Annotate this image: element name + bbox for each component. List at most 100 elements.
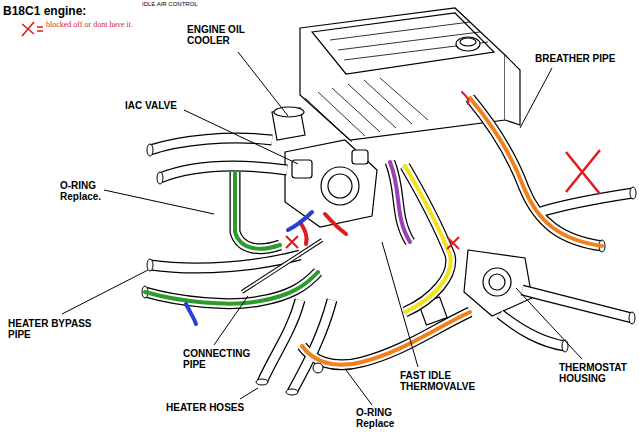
part-name: IDLE AIR CONTROL [142,1,222,8]
throttle-iac-body [285,140,377,227]
hose [390,162,410,242]
diagram-title: B18C1 engine: [3,5,86,18]
hoses-inner [145,98,633,392]
part-label: ENGINE OIL COOLER [187,24,253,46]
hose [540,193,633,212]
leader-lines [62,270,148,314]
engine-head [456,37,480,51]
blocked-x [566,150,600,194]
hose [150,255,300,268]
leader-lines [240,388,258,399]
hose [470,98,602,246]
red-mark [325,214,346,234]
hose [150,138,272,150]
engine-head [312,13,494,74]
hose [150,255,300,268]
part-name: CONNECTING PIPE [183,348,255,370]
hose [235,172,280,249]
part-label: HEATER HOSES [166,402,256,413]
throttle-iac-body [352,150,368,164]
hose-clamps [147,144,153,156]
engine-head [305,78,428,142]
leader-lines [382,242,418,367]
blue-mark [288,212,312,230]
part-name: ENGINE OIL COOLER [187,24,253,46]
part-name: IAC VALVE [125,100,195,111]
legend-x-symbol [37,27,43,31]
hose-clamps [313,363,323,373]
engine-head [330,22,488,60]
legend-text: blocked off or dont have it. [46,21,138,30]
hose [150,138,272,150]
hose [160,166,287,178]
yellow-mark [405,166,451,312]
part-name: FAST IDLE THERMOVALVE [400,370,484,392]
legend-x-symbol [22,22,43,36]
highlight-marks [145,92,602,365]
hose [522,290,632,318]
leader-lines [104,190,214,214]
hose-clamps [157,172,163,184]
green-mark [235,172,280,249]
part-name: THERMOSTAT HOUSING [559,362,635,384]
hose [292,300,332,392]
purple-mark [390,162,410,242]
green-mark [145,272,318,304]
part-label: IAC VALVE [125,100,195,111]
blocked-x [286,236,298,248]
part-label: THERMOSTAT HOUSING [559,362,635,384]
hose [235,172,280,249]
thermostat-housing [483,268,511,296]
orange-mark [302,312,470,365]
part-label: O-RING Replace [356,407,408,429]
hose-clamps [256,379,268,385]
part-name: O-RING Replace. [60,180,112,202]
title-text: B18C1 engine: [3,5,86,18]
hose [160,166,287,178]
part-name: HEATER HOSES [166,402,256,413]
oil-cooler [274,107,304,117]
part-label: HEATER BYPASS PIPE [8,318,100,340]
blue-mark [186,304,196,324]
hose-clamps [630,187,636,199]
hoses-outline [145,98,633,392]
oil-cooler [272,107,305,140]
engine-head [300,8,505,140]
hose [540,193,633,212]
engine-head [505,55,520,125]
leader-lines [184,110,298,164]
thermostat-housing [489,274,505,290]
hose-clamps [147,259,153,271]
hose [262,300,300,382]
hose-clamps [286,389,298,395]
legend-x-symbol [22,22,34,36]
oil-cooler [272,108,305,140]
part-label: BREATHER PIPE [535,53,635,64]
blocked-x [286,150,600,249]
throttle-iac-body [321,167,359,205]
orange-mark [470,98,602,246]
hose-clamps [629,312,635,324]
hose [145,272,318,304]
leader-lines [238,52,288,116]
red-mark [462,92,469,104]
leader-lines [346,370,372,405]
leader-lines [520,68,552,128]
red-mark [300,222,307,244]
part-name: BREATHER PIPE [535,53,635,64]
part-name: HEATER BYPASS PIPE [8,318,100,340]
hose [145,272,318,304]
hose [302,312,470,365]
leader-lines [214,296,248,345]
hose-clamps [562,340,568,352]
part-label: CONNECTING PIPE [183,348,255,370]
engine-head [460,38,476,46]
blocked-x [447,237,459,249]
thermostat-housing [464,250,532,316]
hose [470,98,602,246]
part-label: O-RING Replace. [60,180,112,202]
part-name: O-RING Replace [356,407,408,429]
throttle-iac-body [285,140,377,227]
hose-clamps [142,144,636,395]
